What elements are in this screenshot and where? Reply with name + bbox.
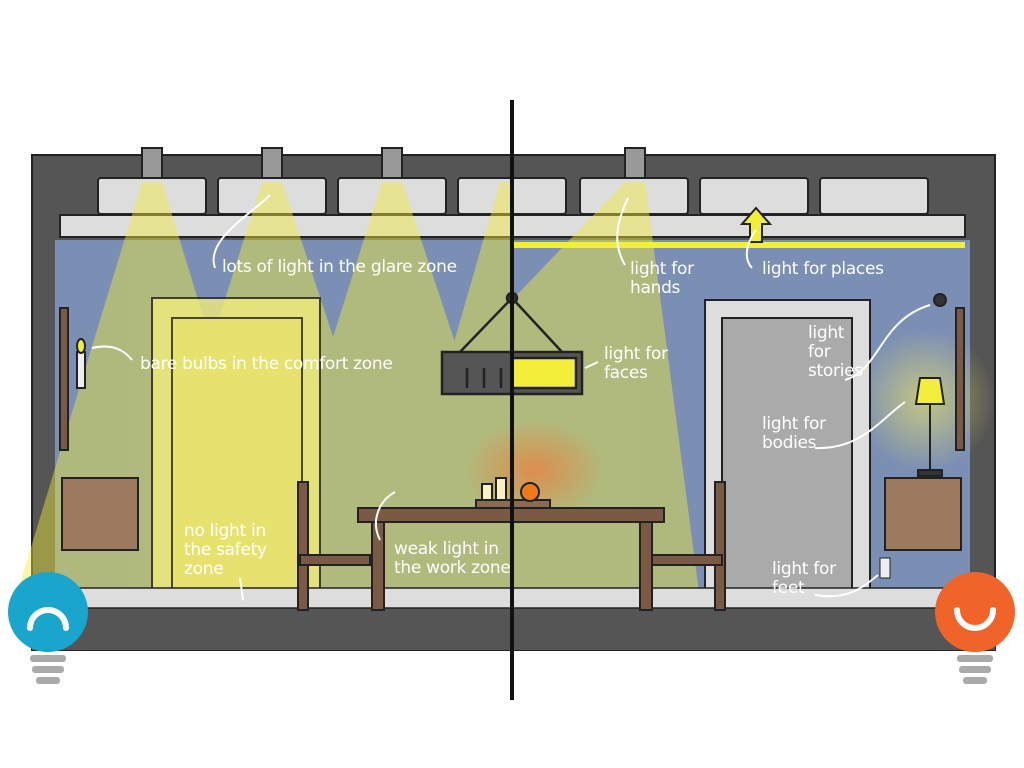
sad-lightbulb-icon (8, 572, 88, 684)
wall-sconce (59, 307, 86, 451)
label-line: for (808, 342, 831, 362)
left-door (151, 297, 321, 611)
happy-lightbulb-icon (935, 572, 1015, 684)
side-cabinets (61, 477, 962, 551)
label-places: light for places (762, 259, 884, 279)
label-line: light for (772, 559, 836, 579)
label-line: light for (604, 344, 668, 364)
label-line: stories (808, 361, 863, 381)
label-line: the safety (184, 540, 267, 560)
label-line: hands (630, 278, 681, 298)
label-line: zone (184, 559, 224, 579)
label-safety-zone: no light in the safety zone (184, 522, 267, 579)
label-line: bodies (762, 433, 817, 453)
label-feet: light for feet (772, 560, 836, 598)
label-hands: light for hands (630, 260, 694, 298)
label-glare-zone: lots of light in the glare zone (222, 257, 457, 277)
label-line: light for (630, 259, 694, 279)
label-line: faces (604, 363, 648, 383)
label-line: feet (772, 578, 805, 598)
cove-light-strip (512, 242, 965, 248)
label-line: weak light in (394, 539, 499, 559)
label-work-zone: weak light in the work zone (394, 540, 511, 578)
label-comfort-zone: bare bulbs in the comfort zone (140, 354, 393, 374)
label-line: light (808, 323, 845, 343)
ceiling-fixtures (97, 147, 929, 215)
floor-night-light (879, 557, 891, 579)
label-line: no light in (184, 521, 266, 541)
up-arrow-icon (739, 206, 773, 243)
right-door (704, 299, 871, 611)
label-faces: light for faces (604, 345, 668, 383)
label-line: light for (762, 414, 826, 434)
label-line: the work zone (394, 558, 511, 578)
label-bodies: light for bodies (762, 415, 826, 453)
table-lamp (914, 293, 965, 477)
annotation-arrows (91, 194, 931, 601)
label-stories: light for stories (808, 324, 863, 381)
